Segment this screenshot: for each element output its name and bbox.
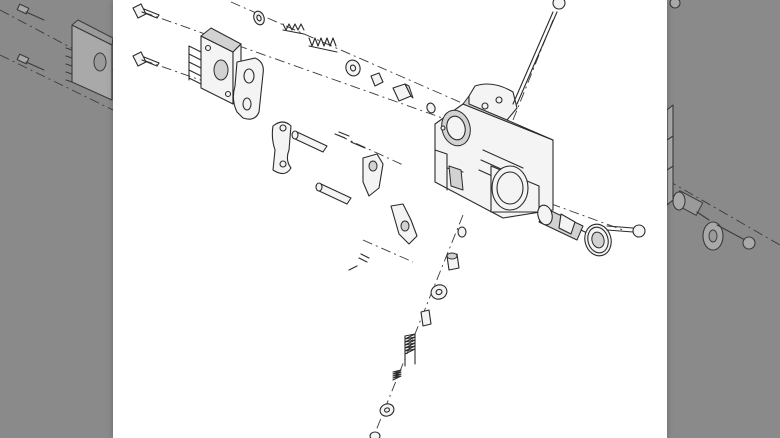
ghost-cover-plate [65, 19, 113, 101]
adjuster-screw-lower [348, 253, 370, 271]
cover-gasket [232, 57, 264, 120]
lower-ring-1 [457, 226, 467, 238]
left-backdrop [0, 0, 113, 438]
ghost-pushrod [716, 224, 756, 250]
bolt-lower [132, 51, 160, 67]
lower-washer-1 [430, 284, 448, 300]
rocker-arm-lower [390, 203, 418, 245]
backdrop-ghost-parts-right [667, 0, 780, 251]
top-washer [345, 59, 361, 77]
ghost-top-rod [669, 0, 681, 9]
top-spacer [370, 72, 384, 87]
lower-spacer [420, 309, 432, 327]
rocker-bracket [271, 121, 292, 175]
cylinder-head-housing [434, 83, 554, 219]
lower-ring-2 [369, 431, 381, 438]
rocker-shaft-1 [291, 130, 328, 153]
lower-valve-stem-cap [446, 252, 460, 271]
bolt-upper [132, 3, 160, 19]
top-ring-2 [426, 102, 436, 114]
ghost-housing-edge [667, 104, 674, 206]
rocker-shaft-2 [315, 182, 352, 205]
lower-spring-small [392, 369, 402, 381]
top-ring-1 [253, 10, 265, 26]
lower-washer-2 [379, 403, 395, 417]
pushrod [606, 224, 646, 238]
rocker-arm-upper [362, 153, 384, 197]
camshaft [537, 204, 612, 257]
top-spring-large [308, 37, 338, 53]
right-backdrop [667, 0, 780, 438]
ghost-camshaft [672, 190, 724, 251]
decompression-rod [512, 0, 566, 105]
ghost-bolt-2 [16, 53, 45, 71]
adjuster-screw-upper [334, 131, 366, 149]
diagram-canvas [132, 0, 646, 438]
side-cover-plate [188, 27, 242, 105]
ghost-bolt-1 [16, 3, 45, 21]
top-spring-small [282, 23, 305, 35]
top-valve-cap [392, 83, 414, 102]
backdrop-ghost-parts-left [0, 3, 113, 111]
exploded-parts-diagram [113, 0, 667, 438]
lower-spring-large [404, 333, 416, 367]
